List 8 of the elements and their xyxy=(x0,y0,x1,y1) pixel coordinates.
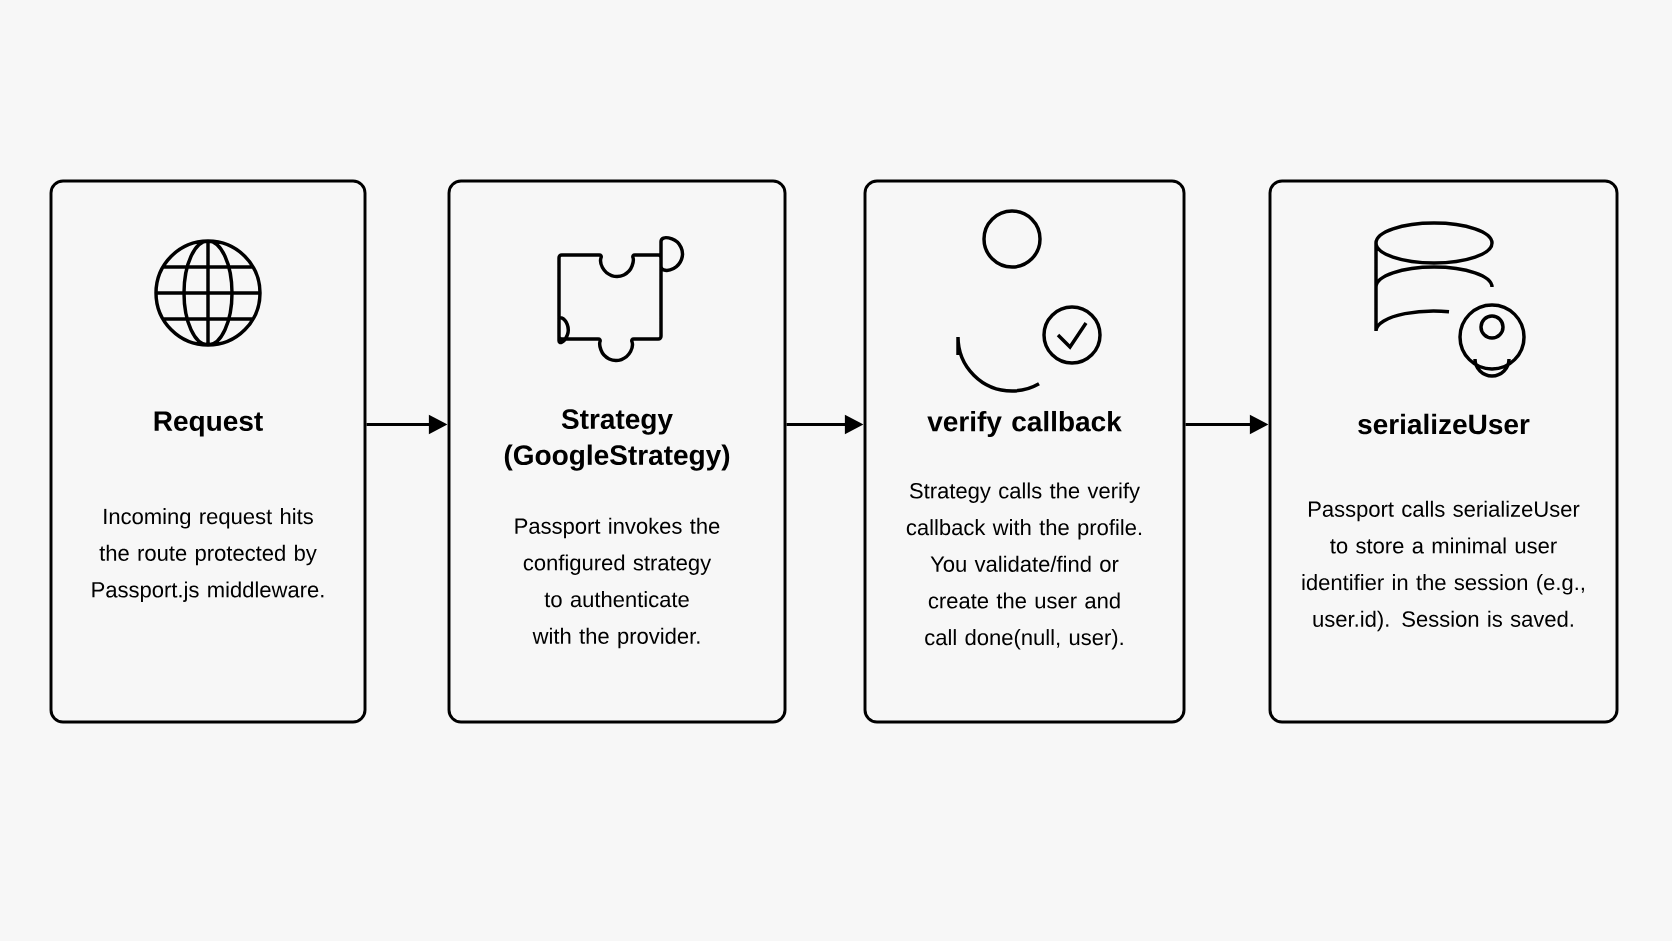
step-title: Request xyxy=(154,411,263,437)
step-description: Incoming request hits the route protected by Passport.js middleware. xyxy=(92,508,324,602)
step-description: Strategy calls the verify callback with the profile. You validate/find or create the user and call done(null, user). xyxy=(906,482,1142,650)
step-title: serializeUser xyxy=(1358,413,1530,435)
step-title: verify callback xyxy=(927,410,1122,438)
step-description: Passport calls serializeUser to store a minimal user identifier in the session (e.g., user.id). Session is saved. xyxy=(1302,500,1584,632)
step-description: Passport invokes the configured strategy to authenticate with the provider. xyxy=(515,517,720,649)
step-title: Strategy (GoogleStrategy) xyxy=(504,409,730,471)
